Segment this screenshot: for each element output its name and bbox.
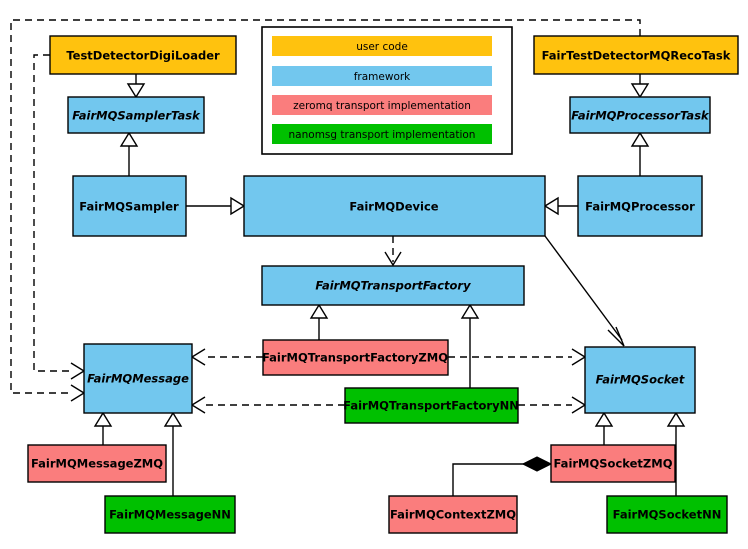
node-box[interactable] bbox=[49, 35, 237, 75]
node-box[interactable] bbox=[606, 495, 728, 534]
edge-socketnn-to-socket bbox=[666, 411, 686, 496]
node-fairtestdetectormqrecotask[interactable]: FairTestDetectorMQRecoTask bbox=[533, 35, 739, 75]
node-fairmqsocketnn[interactable]: FairMQSocketNN bbox=[606, 495, 728, 534]
node-fairmqsocket[interactable]: FairMQSocket bbox=[584, 346, 696, 414]
node-fairmqsampler[interactable]: FairMQSampler bbox=[72, 175, 187, 237]
edge-recotask-to-processortask bbox=[630, 74, 650, 99]
edge-tfnn-to-tf bbox=[460, 303, 480, 388]
node-box[interactable] bbox=[243, 175, 546, 237]
node-fairmqtransportfactory[interactable]: FairMQTransportFactory bbox=[261, 265, 525, 306]
node-box[interactable] bbox=[262, 339, 449, 376]
legend-item-zeromq: zeromq transport implementation bbox=[272, 95, 492, 115]
node-fairmqmessage[interactable]: FairMQMessage bbox=[83, 343, 193, 414]
node-box[interactable] bbox=[569, 96, 711, 134]
legend-swatch-user-code bbox=[272, 36, 492, 56]
node-fairmqprocessortask[interactable]: FairMQProcessorTask bbox=[569, 96, 711, 134]
edge-contextzmq-to-socketzmq bbox=[452, 456, 553, 496]
node-fairmqmessagenn[interactable]: FairMQMessageNN bbox=[104, 495, 236, 534]
node-fairmqsamplertask[interactable]: FairMQSamplerTask bbox=[67, 96, 205, 134]
edge-tfzmq-to-socket bbox=[448, 348, 587, 366]
edge-processor-to-processortask bbox=[630, 131, 650, 176]
edge-tfzmq-to-message bbox=[190, 348, 263, 366]
node-fairmqsocketzmq[interactable]: FairMQSocketZMQ bbox=[550, 444, 676, 483]
node-box[interactable] bbox=[584, 346, 696, 414]
node-box[interactable] bbox=[83, 343, 193, 414]
legend-item-nanomsg: nanomsg transport implementation bbox=[272, 124, 492, 144]
legend-item-framework: framework bbox=[272, 66, 492, 86]
node-box[interactable] bbox=[388, 495, 518, 534]
edge-device-to-socket bbox=[544, 235, 625, 347]
legend-item-user-code: user code bbox=[272, 36, 492, 56]
node-box[interactable] bbox=[533, 35, 739, 75]
node-box[interactable] bbox=[72, 175, 187, 237]
edge-tfzmq-to-tf bbox=[309, 303, 329, 340]
edge-sampler-to-device bbox=[186, 196, 246, 216]
node-box[interactable] bbox=[27, 444, 167, 483]
node-box[interactable] bbox=[550, 444, 676, 483]
node-fairmqtransportfactorynn[interactable]: FairMQTransportFactoryNN bbox=[343, 387, 519, 424]
edge-device-to-transportfactory bbox=[384, 236, 402, 267]
node-box[interactable] bbox=[261, 265, 525, 306]
node-testdetectordigiloader[interactable]: TestDetectorDigiLoader bbox=[49, 35, 237, 75]
legend-swatch-nanomsg bbox=[272, 124, 492, 144]
legend-swatch-zeromq bbox=[272, 95, 492, 115]
edge-messagenn-to-message bbox=[163, 411, 183, 496]
node-fairmqprocessor[interactable]: FairMQProcessor bbox=[577, 175, 703, 237]
edge-processor-to-device bbox=[543, 196, 578, 216]
node-box[interactable] bbox=[67, 96, 205, 134]
node-box[interactable] bbox=[344, 387, 519, 424]
color-legend: user code framework zeromq transport imp… bbox=[261, 26, 513, 155]
node-fairmqmessagezmq[interactable]: FairMQMessageZMQ bbox=[27, 444, 167, 483]
node-fairmqcontextzmq[interactable]: FairMQContextZMQ bbox=[388, 495, 518, 534]
edge-digiloader-to-samplertask bbox=[126, 74, 146, 99]
edge-socketzmq-to-socket bbox=[594, 411, 614, 445]
edge-sampler-to-samplertask bbox=[119, 131, 139, 176]
edge-layer bbox=[10, 19, 686, 496]
legend-swatch-framework bbox=[272, 66, 492, 86]
edge-tfnn-to-socket bbox=[518, 396, 587, 414]
node-fairmqtransportfactoryzmq[interactable]: FairMQTransportFactoryZMQ bbox=[262, 339, 449, 376]
edge-messagezmq-to-message bbox=[93, 411, 113, 445]
node-fairmqdevice[interactable]: FairMQDevice bbox=[243, 175, 546, 237]
edge-tfnn-to-message bbox=[190, 396, 345, 414]
node-box[interactable] bbox=[577, 175, 703, 237]
node-box[interactable] bbox=[104, 495, 236, 534]
